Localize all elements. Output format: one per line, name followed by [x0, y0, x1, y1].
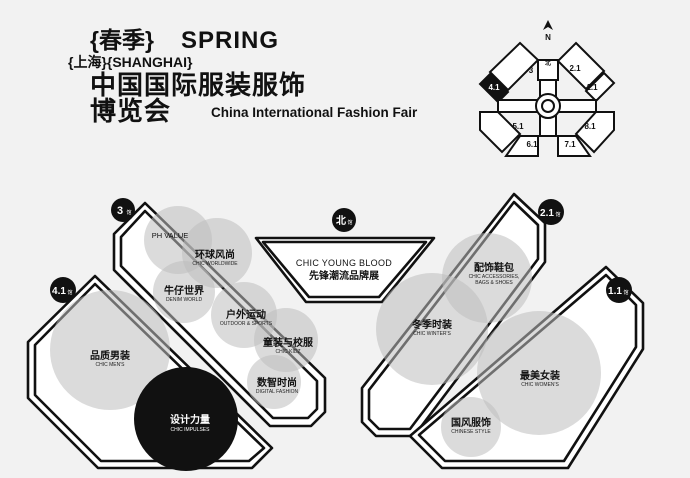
svg-text:4.1: 4.1	[52, 286, 66, 297]
label-winter-cn: 冬季时装	[412, 318, 452, 331]
zone-circle-digital	[247, 355, 301, 409]
label-young-en: CHIC YOUNG BLOOD	[296, 258, 392, 268]
north-label: N	[545, 33, 551, 42]
title-season-en: SPRING	[181, 27, 279, 54]
mini-label-8-1: 8.1	[584, 122, 596, 131]
label-men-en: CHIC MEN'S	[95, 362, 125, 368]
svg-text:1.1: 1.1	[608, 286, 622, 297]
svg-text:北: 北	[336, 214, 346, 227]
label-chinese-cn: 国风服饰	[451, 416, 491, 429]
svg-text:馆: 馆	[347, 219, 352, 226]
badge-hall-4-1: 4.1 馆	[50, 277, 76, 303]
hall-1-1-inner	[417, 273, 638, 463]
svg-text:馆: 馆	[126, 209, 131, 216]
mini-label-6-1: 6.1	[526, 140, 538, 149]
label-global-en: CHIC WORLDWIDE	[192, 261, 238, 267]
title-fair-cn-line2: 博览会	[90, 96, 171, 126]
mini-hall-8-1	[574, 111, 615, 154]
zone-labels: PH VALUE 环球风尚 CHIC WORLDWIDE 牛仔世界 DENIM …	[90, 231, 560, 435]
label-women-cn: 最美女装	[520, 369, 560, 382]
north-arrow: N	[543, 20, 553, 42]
label-impulses-en: CHIC IMPULSES	[171, 427, 211, 433]
label-chinese-en: CHINESE STYLE	[451, 429, 491, 435]
title-fair-cn-line1: 中国国际服装服饰	[90, 70, 306, 100]
mini-hall-2-1	[556, 41, 606, 91]
badge-hall-2-1: 2.1 馆	[538, 199, 564, 225]
title-city: {上海}{SHANGHAI}	[68, 54, 193, 70]
svg-text:馆: 馆	[555, 211, 560, 218]
zone-circle-chinese	[441, 397, 501, 457]
north-arrow-icon	[543, 20, 553, 30]
zone-circle-women	[477, 311, 601, 435]
mini-label-1-1: 1.1	[586, 83, 598, 92]
label-digital-en: DIGITAL FASHION	[256, 389, 299, 395]
label-denim-cn: 牛仔世界	[164, 284, 204, 297]
label-ph-value: PH VALUE	[152, 231, 189, 240]
zone-circle-men	[50, 290, 170, 410]
label-accessories-en2: BAGS & SHOES	[475, 280, 513, 286]
mini-hall-3	[488, 41, 540, 92]
label-outdoor-cn: 户外运动	[225, 308, 266, 321]
label-accessories-en: CHIC ACCESSORIES,	[469, 274, 520, 280]
label-kids-cn: 童装与校服	[263, 336, 314, 349]
mini-hall-7-1	[557, 135, 592, 157]
mini-map-labels: 3 北 2.1 1.1 4.1 5.1 6.1 7.1 8.1	[488, 59, 598, 149]
label-global-cn: 环球风尚	[195, 248, 235, 261]
hall-north-inner	[261, 240, 428, 299]
mini-label-north: 北	[545, 59, 551, 67]
zone-circle-impulses	[134, 367, 238, 471]
label-digital-cn: 数智时尚	[257, 376, 297, 389]
zone-circles	[50, 206, 601, 457]
svg-text:馆: 馆	[67, 289, 72, 296]
label-young-cn: 先锋潮流品牌展	[309, 269, 379, 282]
title-fair-en: China International Fashion Fair	[211, 105, 418, 120]
mini-hall-north	[537, 59, 559, 81]
title-season-cn: {春季}	[90, 27, 154, 53]
label-kids-en: CHIC KIDZ	[276, 349, 301, 355]
svg-text:馆: 馆	[623, 289, 628, 296]
label-outdoor-en: OUTDOOR & SPORTS	[220, 321, 273, 327]
title-block: {春季} SPRING {上海}{SHANGHAI} 中国国际服装服饰 博览会 …	[68, 27, 418, 126]
label-winter-en: CHIC WINTER'S	[413, 331, 451, 337]
label-accessories-cn: 配饰鞋包	[474, 261, 514, 274]
mini-label-5-1: 5.1	[512, 122, 524, 131]
svg-text:3: 3	[117, 205, 123, 217]
hall-4-1-inner	[33, 282, 266, 463]
mini-label-3: 3	[529, 66, 534, 75]
label-men-cn: 品质男装	[90, 349, 130, 362]
zone-circle-winter	[376, 273, 488, 385]
badge-hall-north: 北 馆	[332, 208, 356, 232]
mini-label-2-1: 2.1	[569, 64, 581, 73]
mini-label-7-1: 7.1	[564, 140, 576, 149]
hall-3-inner	[119, 209, 319, 420]
hall-badges: 3 馆 北 馆 2.1 馆 4.1 馆 1.1 馆	[50, 198, 632, 303]
badge-hall-3: 3 馆	[111, 198, 135, 222]
svg-text:2.1: 2.1	[540, 208, 554, 219]
zone-circle-denim	[153, 261, 215, 323]
mini-label-4-1: 4.1	[488, 83, 500, 92]
mini-hall-6-1	[504, 135, 539, 157]
badge-hall-1-1: 1.1 馆	[606, 277, 632, 303]
hall-2-1-inner	[367, 200, 540, 431]
mini-hall-5-1	[479, 111, 522, 154]
mini-map	[478, 41, 616, 157]
label-impulses-cn: 设计力量	[170, 413, 210, 426]
label-denim-en: DENIM WORLD	[166, 297, 203, 303]
label-women-en: CHIC WOMEN'S	[521, 382, 559, 388]
